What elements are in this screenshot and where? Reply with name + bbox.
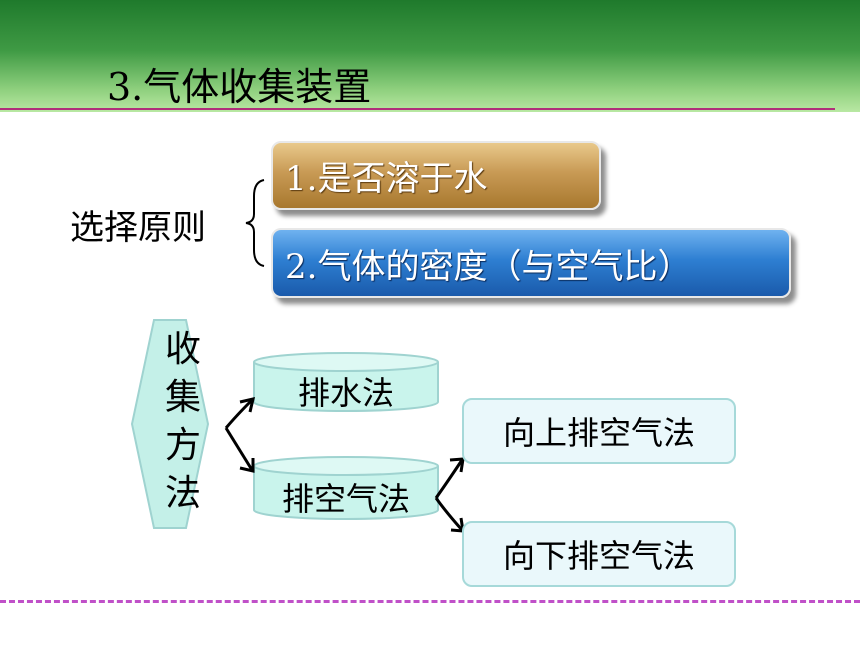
- arrow-to-up: [434, 457, 465, 499]
- cylinder-air: [253, 456, 439, 520]
- method-label-char: 收: [164, 329, 201, 370]
- principle-label: 选择原则: [70, 208, 206, 248]
- method-air: 排空气法: [281, 480, 410, 518]
- method-label-char: 集: [164, 377, 201, 418]
- method-air-down: 向下排空气法: [462, 521, 736, 587]
- cylinder-water: [253, 352, 439, 412]
- method-air-up: 向上排空气法: [462, 398, 736, 464]
- footer-dashed-divider: [0, 600, 860, 603]
- arrow-to-air: [224, 427, 255, 473]
- method-label-char: 法: [164, 473, 201, 514]
- method-hexagon: [130, 319, 210, 529]
- title-underline: [0, 108, 835, 110]
- method-label-char: 方: [164, 425, 201, 466]
- left-brace: [245, 179, 265, 267]
- arrow-to-water: [224, 396, 256, 429]
- principle-item-solubility: 1.是否溶于水: [271, 141, 601, 210]
- principle-item-density: 2.气体的密度（与空气比）: [271, 228, 791, 298]
- method-water: 排水法: [297, 374, 394, 412]
- arrow-to-down: [434, 497, 465, 533]
- method-label: 收 集 方 法: [158, 326, 208, 518]
- header-banner: [0, 0, 860, 112]
- slide-title: 3.气体收集装置: [107, 65, 372, 109]
